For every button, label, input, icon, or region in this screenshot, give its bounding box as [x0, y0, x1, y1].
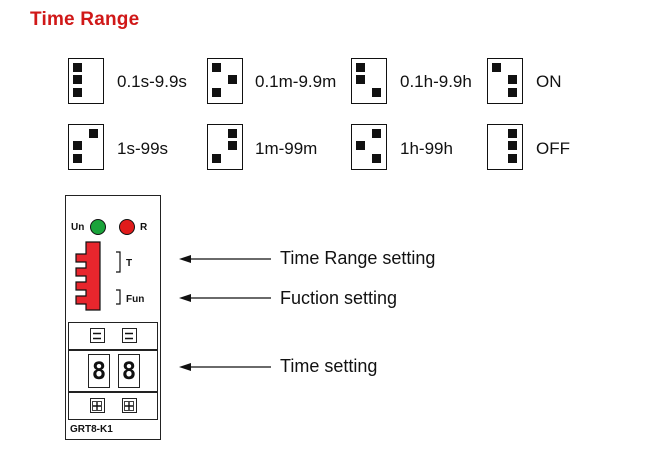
plus-button-row — [68, 392, 158, 420]
plus-icon — [124, 401, 134, 411]
dip-label-2: 0.1h-9.9h — [400, 72, 472, 91]
display-row — [68, 350, 158, 392]
led-r-indicator — [119, 219, 135, 235]
annotation-time-range: Time Range setting — [280, 248, 436, 268]
minus-button-right[interactable] — [122, 328, 137, 343]
arrow-function — [179, 294, 271, 302]
dip-switch-body — [75, 241, 101, 311]
dip-label-5: 1m-99m — [255, 139, 318, 158]
dip-label-6: 1h-99h — [400, 139, 453, 158]
dip-marker — [492, 63, 501, 72]
digit-left: 8 — [91, 357, 107, 385]
dip-pattern-3 — [487, 58, 523, 104]
dip-marker — [356, 141, 365, 150]
dip-marker — [508, 141, 517, 150]
dip-switch-block[interactable] — [72, 240, 134, 314]
dip-marker — [73, 154, 82, 163]
model-label: GRT8-K1 — [70, 424, 113, 435]
dip-label-1: 0.1m-9.9m — [255, 72, 337, 91]
dip-marker — [508, 154, 517, 163]
dip-label-0: 0.1s-9.9s — [117, 72, 187, 91]
arrow-time-range — [179, 255, 271, 263]
dip-pattern-2 — [351, 58, 387, 104]
dip-marker — [356, 75, 365, 84]
digit-right: 8 — [121, 357, 137, 385]
dip-marker — [228, 75, 237, 84]
dip-label-7: OFF — [536, 139, 570, 158]
dip-pattern-0 — [68, 58, 104, 104]
page-title: Time Range — [30, 9, 140, 30]
dip-marker — [228, 141, 237, 150]
fun-bracket — [116, 289, 121, 305]
dip-pattern-5 — [207, 124, 243, 170]
led-un-label: Un — [71, 222, 85, 233]
annotation-function: Fuction setting — [280, 288, 398, 308]
plus-button-left[interactable] — [90, 398, 105, 413]
fun-label: Fun — [126, 294, 145, 305]
dip-marker — [508, 75, 517, 84]
dip-marker — [73, 63, 82, 72]
t-label: T — [126, 258, 133, 269]
dip-marker — [212, 154, 221, 163]
dip-marker — [372, 154, 381, 163]
dip-marker — [212, 88, 221, 97]
led-r-label: R — [140, 222, 148, 233]
dip-pattern-6 — [351, 124, 387, 170]
minus-button-left[interactable] — [90, 328, 105, 343]
dip-marker — [89, 129, 98, 138]
dip-marker — [508, 129, 517, 138]
plus-button-right[interactable] — [122, 398, 137, 413]
t-bracket — [116, 251, 121, 273]
timer-device: Un R T Fun 8 8 GRT8-K1 — [65, 195, 161, 440]
arrow-time-setting — [179, 363, 271, 371]
digit-display-left: 8 — [88, 354, 110, 388]
annotation-arrows — [179, 255, 271, 371]
dip-label-3: ON — [536, 72, 562, 91]
dip-marker — [212, 63, 221, 72]
dip-marker — [356, 63, 365, 72]
dip-marker — [228, 129, 237, 138]
minus-button-row — [68, 322, 158, 350]
dip-marker — [73, 75, 82, 84]
dip-pattern-4 — [68, 124, 104, 170]
plus-icon — [92, 401, 102, 411]
minus-icon — [93, 332, 101, 340]
dip-pattern-7 — [487, 124, 523, 170]
dip-label-4: 1s-99s — [117, 139, 169, 158]
dip-pattern-1 — [207, 58, 243, 104]
dip-marker — [73, 141, 82, 150]
dip-marker — [73, 88, 82, 97]
dip-marker — [508, 88, 517, 97]
dip-marker — [372, 129, 381, 138]
annotation-time-setting: Time setting — [280, 356, 378, 376]
minus-icon — [125, 332, 133, 340]
led-un-indicator — [90, 219, 106, 235]
digit-display-right: 8 — [118, 354, 140, 388]
dip-marker — [372, 88, 381, 97]
